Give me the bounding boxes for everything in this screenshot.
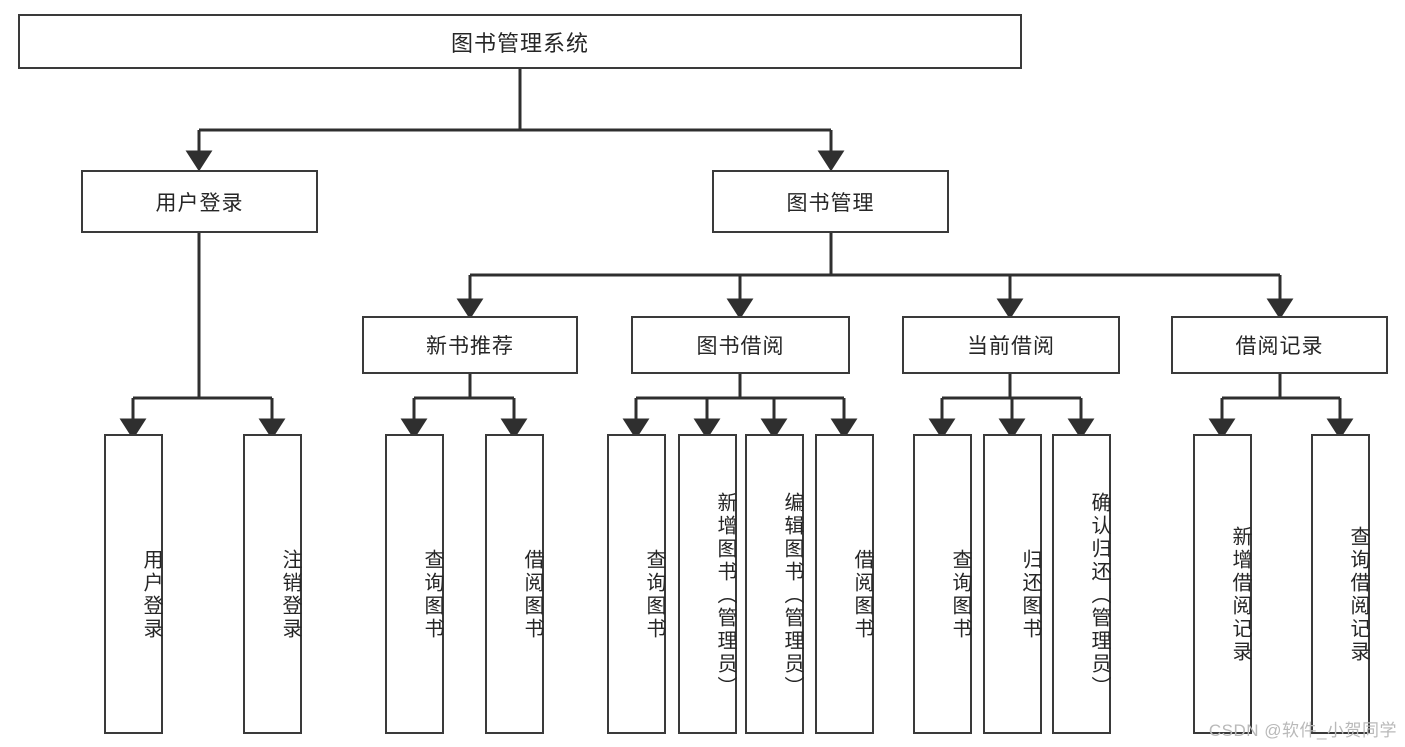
- node-book-borrow[interactable]: 图书借阅: [631, 316, 850, 374]
- node-root-system[interactable]: 图书管理系统: [18, 14, 1022, 69]
- node-current-borrow[interactable]: 当前借阅: [902, 316, 1120, 374]
- leaf-label: 查询借阅记录: [1347, 526, 1369, 664]
- leaf-add-book-admin[interactable]: 新增图书（管理员）: [678, 434, 737, 734]
- leaf-query-borrow-record[interactable]: 查询借阅记录: [1311, 434, 1370, 734]
- leaf-query-books-borrow[interactable]: 查询图书: [607, 434, 666, 734]
- watermark-text: CSDN @软件_小贺同学: [1208, 721, 1397, 740]
- leaf-edit-book-admin[interactable]: 编辑图书（管理员）: [745, 434, 804, 734]
- leaf-add-borrow-record[interactable]: 新增借阅记录: [1193, 434, 1252, 734]
- leaf-query-books-current[interactable]: 查询图书: [913, 434, 972, 734]
- leaf-logout[interactable]: 注销登录: [243, 434, 302, 734]
- node-new-book-recommend[interactable]: 新书推荐: [362, 316, 578, 374]
- leaf-user-login[interactable]: 用户登录: [104, 434, 163, 734]
- leaf-label: 查询图书: [421, 549, 443, 641]
- leaf-label: 借阅图书: [851, 549, 873, 641]
- leaf-confirm-return-admin[interactable]: 确认归还（管理员）: [1052, 434, 1111, 734]
- leaf-label: 借阅图书: [521, 549, 543, 641]
- leaf-label: 查询图书: [643, 549, 665, 641]
- node-user-login[interactable]: 用户登录: [81, 170, 318, 233]
- leaf-query-books-recommend[interactable]: 查询图书: [385, 434, 444, 734]
- leaf-label: 查询图书: [949, 549, 971, 641]
- leaf-borrow-books[interactable]: 借阅图书: [815, 434, 874, 734]
- leaf-return-books[interactable]: 归还图书: [983, 434, 1042, 734]
- leaf-label: 用户登录: [140, 549, 162, 641]
- leaf-label: 注销登录: [279, 549, 301, 641]
- node-book-management[interactable]: 图书管理: [712, 170, 949, 233]
- leaf-label: 新增图书（管理员）: [714, 491, 736, 699]
- leaf-label: 编辑图书（管理员）: [781, 491, 803, 699]
- leaf-label: 确认归还（管理员）: [1088, 491, 1110, 699]
- leaf-label: 归还图书: [1019, 549, 1041, 641]
- leaf-borrow-books-recommend[interactable]: 借阅图书: [485, 434, 544, 734]
- leaf-label: 新增借阅记录: [1229, 526, 1251, 664]
- node-borrow-records[interactable]: 借阅记录: [1171, 316, 1388, 374]
